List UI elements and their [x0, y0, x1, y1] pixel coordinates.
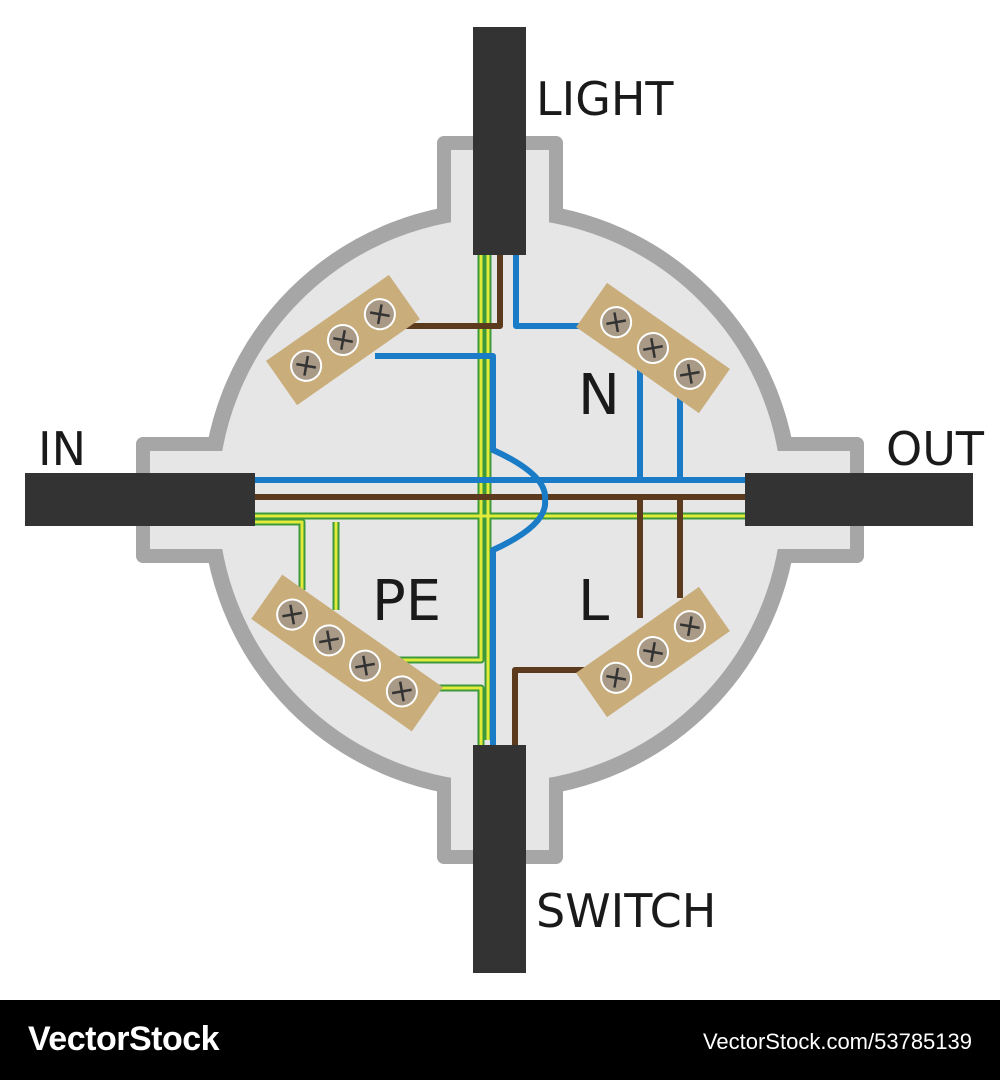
earth-zone-label: PE — [372, 569, 442, 634]
screw-icon — [327, 324, 359, 356]
image-reference: VectorStock.com/53785139 — [702, 1029, 972, 1054]
light-cable — [473, 27, 526, 255]
terminal-block-top-right — [576, 282, 730, 414]
screw-icon — [673, 357, 706, 390]
neutral-zone-label: N — [578, 363, 620, 428]
screw-icon — [363, 298, 396, 331]
junction-box-diagram — [25, 27, 973, 973]
terminal-block-bottom-right — [576, 586, 730, 718]
screw-icon — [600, 306, 633, 339]
screw-icon — [276, 598, 309, 631]
screw-icon — [349, 649, 382, 682]
footer-bar: VectorStock VectorStock.com/53785139 — [0, 1000, 1000, 1080]
neutral-wires — [255, 255, 745, 745]
terminal-block-bottom-left — [251, 574, 443, 732]
brand-logo: VectorStock — [28, 1020, 220, 1058]
screw-icon — [673, 610, 706, 643]
switch-cable — [473, 745, 526, 973]
screw-icon — [290, 349, 323, 382]
screw-icon — [600, 661, 633, 694]
out-label: OUT — [886, 422, 984, 476]
screw-icon — [385, 675, 418, 708]
terminal-block-top-left — [266, 274, 420, 406]
switch-label: SWITCH — [536, 884, 717, 938]
out-cable — [745, 473, 973, 526]
screw-icon — [637, 636, 669, 668]
light-label: LIGHT — [536, 72, 674, 126]
in-cable — [25, 473, 255, 526]
screw-icon — [312, 624, 345, 657]
cables — [25, 27, 973, 973]
screw-icon — [637, 332, 669, 364]
live-wires — [255, 255, 745, 745]
live-zone-label: L — [578, 569, 610, 634]
in-label: IN — [38, 422, 86, 476]
